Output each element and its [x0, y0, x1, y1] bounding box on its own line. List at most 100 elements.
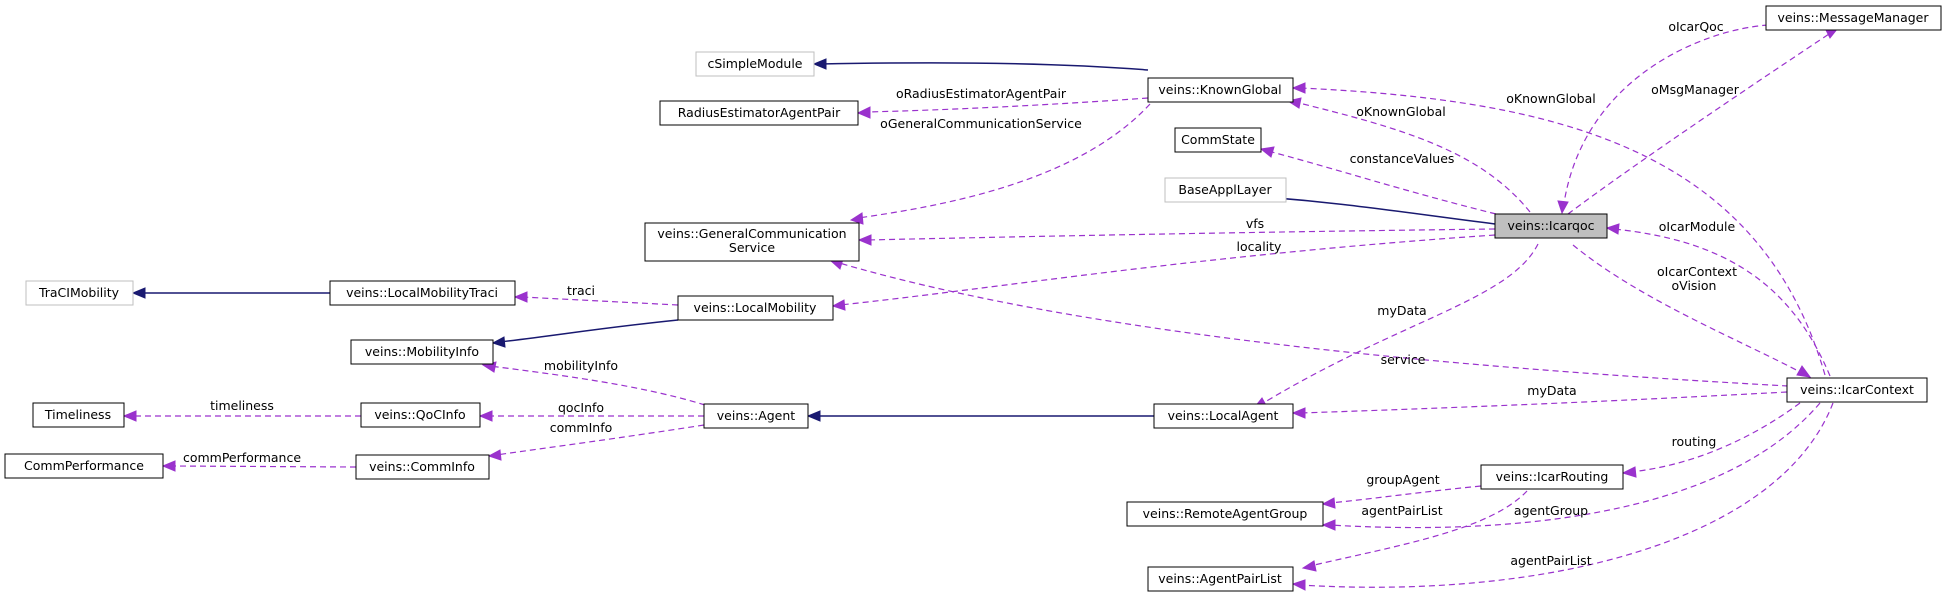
edge-labels: oRadiusEstimatorAgentPair oGeneralCommun… [183, 19, 1740, 568]
label-commperformance: commPerformance [183, 450, 301, 465]
node-qocinfo[interactable]: veins::QoCInfo [360, 402, 481, 428]
arrow-head [122, 410, 137, 422]
arrow-head [1259, 146, 1275, 158]
node-csimplemodule[interactable]: cSimpleModule [695, 51, 815, 77]
node-label: veins::CommInfo [369, 459, 475, 474]
arrow-head [1621, 466, 1637, 478]
label-oicarcontext: oIcarContext [1657, 264, 1737, 279]
node-commperformance[interactable]: CommPerformance [4, 453, 164, 479]
node-comminfo[interactable]: veins::CommInfo [355, 454, 490, 480]
node-label: veins::MessageManager [1778, 10, 1930, 25]
arrow-head [812, 58, 827, 70]
edge-agentgroup [1329, 402, 1821, 529]
edge-traci [521, 296, 679, 306]
edge-oicarcontext [1572, 244, 1805, 375]
arrow-head [1291, 82, 1306, 94]
arrow-head [1321, 497, 1336, 509]
node-mobilityinfo[interactable]: veins::MobilityInfo [350, 339, 494, 365]
label-ogcs: oGeneralCommunicationService [880, 116, 1082, 131]
node-label: veins::LocalMobilityTraci [346, 285, 498, 300]
node-generalcommunicationservice[interactable]: veins::GeneralCommunication Service [644, 222, 860, 262]
edge-localmobility-mobilityinfo [499, 319, 679, 343]
edge-knownglobal-csimplemodule [819, 62, 1149, 71]
arrow-head [1321, 519, 1336, 531]
node-timeliness[interactable]: Timeliness [32, 402, 125, 428]
arrow-head [1796, 365, 1812, 378]
node-label-line1: veins::GeneralCommunication [657, 226, 846, 241]
node-label: veins::LocalMobility [694, 300, 818, 315]
node-agentpairlist[interactable]: veins::AgentPairList [1147, 566, 1294, 592]
edge-commperf [169, 465, 357, 468]
node-knownglobal[interactable]: veins::KnownGlobal [1147, 77, 1294, 103]
node-localmobility[interactable]: veins::LocalMobility [677, 295, 834, 321]
node-label: veins::MobilityInfo [365, 344, 479, 359]
node-label: veins::QoCInfo [374, 407, 465, 422]
node-commstate[interactable]: CommState [1174, 127, 1262, 153]
arrow-head [831, 299, 846, 311]
edge-oicarmodule [1613, 228, 1831, 377]
label-mydata-ctx: myData [1527, 383, 1576, 398]
arrow-head [1291, 579, 1306, 591]
edge-ogcs [857, 103, 1151, 219]
edge-okg-qoc [1294, 101, 1531, 213]
arrow-head [1301, 560, 1317, 572]
node-icarrouting[interactable]: veins::IcarRouting [1480, 464, 1624, 490]
arrow-head [856, 106, 871, 119]
label-groupagent: groupAgent [1366, 472, 1439, 487]
node-label: veins::KnownGlobal [1158, 82, 1281, 97]
edge-mydata-ctx [1299, 391, 1788, 414]
node-agent[interactable]: veins::Agent [703, 403, 809, 429]
edge-oicarqoc [1562, 24, 1769, 211]
edge-apl-routing [1309, 490, 1528, 567]
label-service: service [1381, 352, 1426, 367]
node-localmobilitytraci[interactable]: veins::LocalMobilityTraci [329, 280, 516, 306]
node-label: veins::IcarContext [1800, 382, 1914, 397]
node-label: veins::Agent [717, 408, 796, 423]
node-radiusestimatoragentpair[interactable]: RadiusEstimatorAgentPair [659, 100, 859, 126]
edge-groupagent [1329, 485, 1482, 504]
node-localagent[interactable]: veins::LocalAgent [1153, 403, 1294, 429]
node-tracimobility[interactable]: TraCIMobility [25, 280, 134, 306]
node-messagemanager[interactable]: veins::MessageManager [1765, 5, 1942, 31]
node-label: CommPerformance [24, 458, 144, 473]
label-traci: traci [567, 283, 595, 298]
node-label: BaseApplLayer [1178, 182, 1272, 197]
label-agentgroup: agentGroup [1514, 503, 1588, 518]
label-oicarmodule: oIcarModule [1659, 219, 1736, 234]
arrow-head [857, 234, 872, 246]
edge-routing [1629, 402, 1801, 473]
edge-service [835, 261, 1789, 387]
label-constance: constanceValues [1350, 151, 1455, 166]
edge-mobinfo [489, 365, 706, 406]
node-baseappllayer[interactable]: BaseApplLayer [1164, 177, 1287, 203]
label-oradius: oRadiusEstimatorAgentPair [896, 86, 1067, 101]
label-agentpairlist-ctx: agentPairList [1510, 553, 1591, 568]
arrow-head [161, 460, 176, 472]
edge-mydata-qoc [1259, 243, 1539, 406]
node-label: veins::AgentPairList [1158, 571, 1282, 586]
label-mydata-qoc: myData [1377, 303, 1426, 318]
node-icarqoc[interactable]: veins::Icarqoc [1494, 213, 1608, 239]
edge-apl-ctx [1299, 402, 1834, 588]
arrow-head [1557, 200, 1569, 215]
arrow-head [806, 410, 821, 422]
usage-edges [122, 24, 1840, 591]
node-remoteagentgroup[interactable]: veins::RemoteAgentGroup [1126, 501, 1324, 527]
label-vfs: vfs [1246, 216, 1264, 231]
arrow-head [478, 410, 493, 422]
arrow-head [491, 336, 506, 348]
node-label-line2: Service [729, 240, 776, 255]
arrow-head [1605, 223, 1620, 235]
node-icarcontext[interactable]: veins::IcarContext [1786, 377, 1928, 403]
label-locality: locality [1237, 239, 1283, 254]
label-oicarqoc: oIcarQoc [1668, 19, 1723, 34]
node-label: Timeliness [44, 407, 111, 422]
node-label: veins::RemoteAgentGroup [1143, 506, 1308, 521]
label-routing: routing [1672, 434, 1717, 449]
label-omsgmanager: oMsgManager [1651, 82, 1740, 97]
label-timeliness: timeliness [210, 398, 274, 413]
label-qocinfo: qocInfo [558, 400, 604, 415]
label-mobilityinfo: mobilityInfo [544, 358, 618, 373]
arrow-head [131, 287, 146, 299]
